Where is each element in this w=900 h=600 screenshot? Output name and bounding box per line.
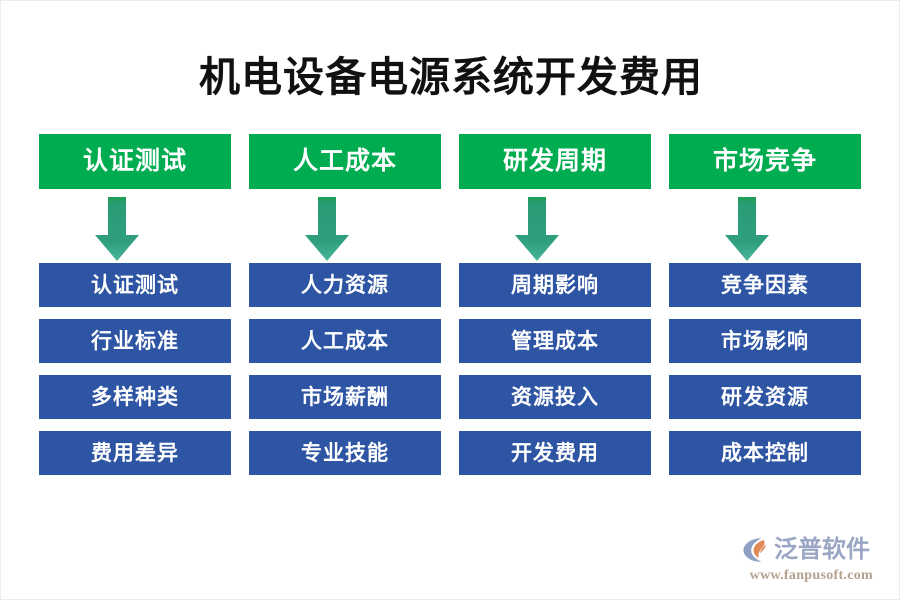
- item-label: 管理成本: [511, 328, 599, 353]
- item-label: 研发资源: [721, 384, 809, 409]
- item-label: 人工成本: [301, 328, 389, 353]
- item-box[interactable]: 市场薪酬: [249, 375, 441, 419]
- item-box[interactable]: 开发费用: [459, 431, 651, 475]
- item-label: 竞争因素: [721, 272, 809, 297]
- item-label: 成本控制: [721, 440, 809, 465]
- item-label: 开发费用: [511, 440, 599, 465]
- column-header-2[interactable]: 人工成本: [249, 134, 441, 189]
- page-title: 机电设备电源系统开发费用: [199, 54, 703, 100]
- item-list-2: 人力资源 人工成本 市场薪酬 专业技能: [249, 263, 441, 475]
- arrow-down-icon: [95, 197, 139, 263]
- brand-name: 泛普软件: [774, 537, 870, 563]
- item-box[interactable]: 行业标准: [39, 319, 231, 363]
- item-label: 市场薪酬: [301, 384, 389, 409]
- item-list-1: 认证测试 行业标准 多样种类 费用差异: [39, 263, 231, 475]
- column-header-label: 研发周期: [502, 148, 607, 175]
- item-label: 市场影响: [721, 328, 809, 353]
- item-box[interactable]: 周期影响: [459, 263, 651, 307]
- arrow-container-4: [669, 189, 861, 263]
- item-box[interactable]: 多样种类: [39, 375, 231, 419]
- item-label: 行业标准: [91, 328, 179, 353]
- item-label: 多样种类: [91, 384, 179, 409]
- item-label: 人力资源: [301, 272, 389, 297]
- item-label: 资源投入: [511, 384, 599, 409]
- arrow-down-icon: [305, 197, 349, 263]
- item-box[interactable]: 专业技能: [249, 431, 441, 475]
- item-box[interactable]: 竞争因素: [669, 263, 861, 307]
- item-list-4: 竞争因素 市场影响 研发资源 成本控制: [669, 263, 861, 475]
- column-header-4[interactable]: 市场竞争: [669, 134, 861, 189]
- arrow-down-icon: [725, 197, 769, 263]
- fanpu-swoosh-logo-icon: [741, 535, 771, 565]
- item-box[interactable]: 人力资源: [249, 263, 441, 307]
- item-label: 专业技能: [301, 440, 389, 465]
- column-header-1[interactable]: 认证测试: [39, 134, 231, 189]
- item-box[interactable]: 成本控制: [669, 431, 861, 475]
- item-list-3: 周期影响 管理成本 资源投入 开发费用: [459, 263, 651, 475]
- arrow-container-1: [39, 189, 231, 263]
- item-box[interactable]: 资源投入: [459, 375, 651, 419]
- brand-watermark: 泛普软件 www.fanpusoft.com: [741, 533, 873, 585]
- arrow-container-3: [459, 189, 651, 263]
- item-label: 费用差异: [91, 440, 179, 465]
- item-box[interactable]: 认证测试: [39, 263, 231, 307]
- column-header-3[interactable]: 研发周期: [459, 134, 651, 189]
- item-box[interactable]: 市场影响: [669, 319, 861, 363]
- flow-column-1: 认证测试 认证测试: [39, 134, 231, 475]
- item-box[interactable]: 管理成本: [459, 319, 651, 363]
- item-label: 认证测试: [91, 272, 179, 297]
- column-header-label: 认证测试: [82, 148, 187, 175]
- item-box[interactable]: 人工成本: [249, 319, 441, 363]
- item-box[interactable]: 费用差异: [39, 431, 231, 475]
- arrow-container-2: [249, 189, 441, 263]
- flow-column-3: 研发周期 周期影响: [459, 134, 651, 475]
- arrow-down-icon: [515, 197, 559, 263]
- item-label: 周期影响: [511, 272, 599, 297]
- column-header-label: 人工成本: [292, 148, 397, 175]
- brand-url: www.fanpusoft.com: [749, 568, 873, 583]
- flow-column-2: 人工成本 人力资源: [249, 134, 441, 475]
- column-header-label: 市场竞争: [712, 148, 817, 175]
- flow-column-4: 市场竞争 竞争因素: [669, 134, 861, 475]
- item-box[interactable]: 研发资源: [669, 375, 861, 419]
- brand-row: 泛普软件: [741, 533, 873, 567]
